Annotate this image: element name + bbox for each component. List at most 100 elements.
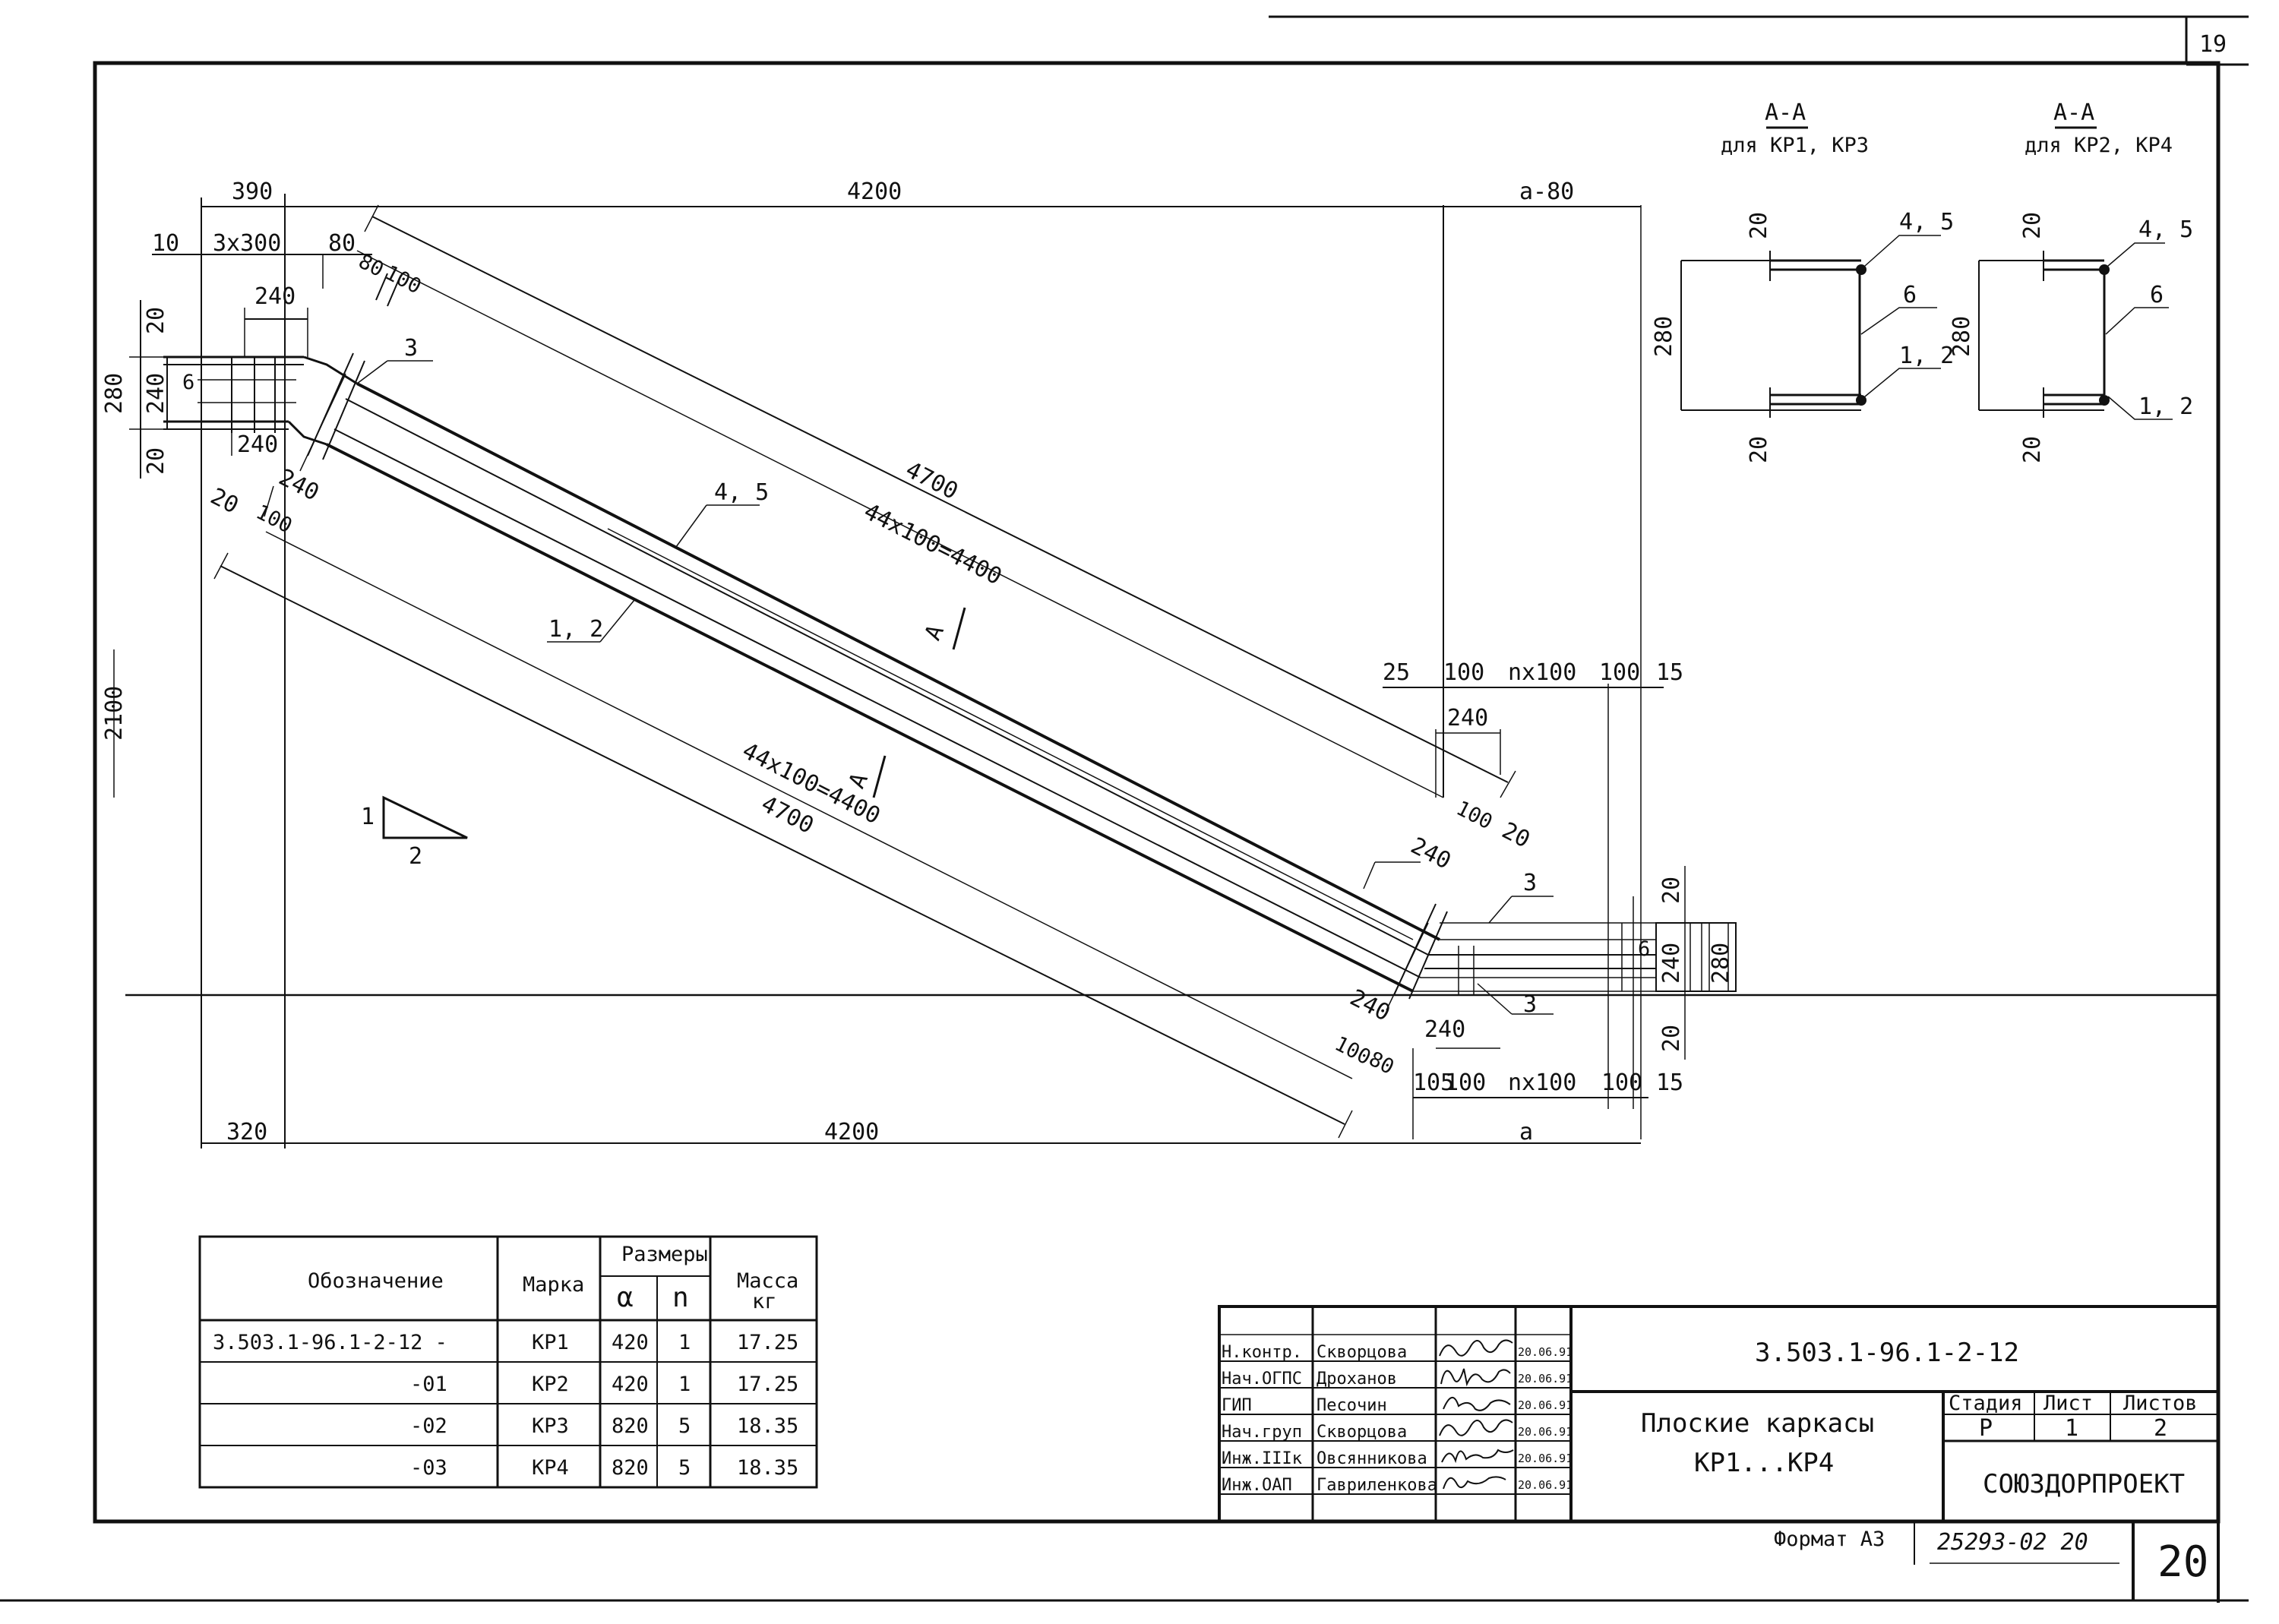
spec-row-mass: 18.35 xyxy=(737,1414,798,1438)
spec-row-mark: КР1 xyxy=(532,1331,569,1354)
signer-role: Нач.груп xyxy=(1222,1423,1302,1442)
section1-label-1-2: 1, 2 xyxy=(1899,343,1954,369)
spec-row-mark: КР2 xyxy=(532,1373,569,1396)
spec-header-n: n xyxy=(672,1282,689,1313)
page-number-bottom: 20 xyxy=(2157,1537,2208,1587)
spec-row-mark: КР3 xyxy=(532,1414,569,1438)
dim-a-80: a-80 xyxy=(1519,179,1574,205)
dim-20-right-bar: 20 xyxy=(1497,817,1534,854)
spec-header-a: α xyxy=(617,1282,634,1313)
dim-240-top: 240 xyxy=(254,283,296,310)
signer-role: ГИП xyxy=(1222,1396,1252,1415)
section1-dim-280: 280 xyxy=(1651,316,1677,357)
section2-label-6: 6 xyxy=(2150,282,2164,308)
document-title-line2: КР1...КР4 xyxy=(1694,1448,1834,1478)
signer-date: 20.06.91 xyxy=(1518,1425,1573,1439)
section2-dim-20-b: 20 xyxy=(2019,436,2046,463)
sheet-header: Лист xyxy=(2044,1392,2093,1415)
section-rod-dot xyxy=(2099,395,2110,406)
spec-row-mass: 17.25 xyxy=(737,1331,798,1354)
page-number-top: 19 xyxy=(2199,31,2227,58)
dim-20-left-b: 20 xyxy=(143,447,169,475)
section2-label-4-5: 4, 5 xyxy=(2138,216,2193,243)
label-bar-3-right-b: 3 xyxy=(1523,991,1537,1018)
signature xyxy=(1439,1419,1513,1436)
spec-row-a: 820 xyxy=(612,1414,649,1438)
section-a-a-title-1: А-А xyxy=(1765,100,1806,126)
dim-25-right: 25 xyxy=(1383,659,1410,686)
dim-240-right-top: 240 xyxy=(1447,705,1488,731)
section-a-a-subtitle-2: для КР2, КР4 xyxy=(2025,134,2173,157)
slope-vertical: 1 xyxy=(361,804,375,830)
sheets-header: Листов xyxy=(2123,1392,2198,1415)
spec-table xyxy=(198,1235,818,1489)
spec-row-n: 5 xyxy=(678,1456,691,1480)
label-bar-3-left: 3 xyxy=(404,335,418,362)
section1-dim-20-a: 20 xyxy=(1746,212,1772,239)
spec-row-designation: -03 xyxy=(410,1456,447,1480)
dim-280-right-side: 280 xyxy=(1708,943,1734,984)
section-mark-a1: А xyxy=(920,621,950,644)
dim-280-left: 280 xyxy=(101,373,128,414)
signer-name: Скворцова xyxy=(1317,1343,1407,1362)
dim-320: 320 xyxy=(226,1119,267,1145)
section-rod-dot xyxy=(1856,264,1867,275)
dim-20-right-side-a: 20 xyxy=(1658,877,1685,904)
dim-4200-top: 4200 xyxy=(847,179,902,205)
dim-240-right-c: 240 xyxy=(1424,1016,1465,1043)
section1-label-6: 6 xyxy=(1903,282,1917,308)
signer-name: Песочин xyxy=(1317,1396,1387,1415)
spec-row-mass: 18.35 xyxy=(737,1456,798,1480)
upper-bar-pitch: 44x100=4400 xyxy=(859,498,1006,590)
spec-row-a: 820 xyxy=(612,1456,649,1480)
spec-row-mark: КР4 xyxy=(532,1456,569,1480)
signature xyxy=(1443,1397,1511,1411)
dim-20-left-c: 20 xyxy=(206,483,242,520)
label-bars-4-5: 4, 5 xyxy=(714,479,769,506)
section-a-a-subtitle-1: для КР1, КР3 xyxy=(1721,134,1869,157)
dim-240-left-b: 240 xyxy=(274,464,323,507)
dim-390: 390 xyxy=(232,179,273,205)
label-bar-3-right-a: 3 xyxy=(1523,870,1537,896)
spec-header-mass: Масса xyxy=(737,1269,798,1293)
spec-row-n: 1 xyxy=(678,1373,691,1396)
spec-row-designation: 3.503.1-96.1-2-12 - xyxy=(213,1331,447,1354)
section1-label-4-5: 4, 5 xyxy=(1899,209,1954,235)
dim-6-left: 6 xyxy=(182,371,194,394)
upper-bar-length: 4700 xyxy=(901,457,962,505)
dim-20-right-side-b: 20 xyxy=(1658,1025,1685,1052)
section-view-kr2-kr4 xyxy=(1978,126,2173,420)
signer-date: 20.06.91 xyxy=(1518,1452,1573,1465)
dim-nx100-bottom: nx100 xyxy=(1508,1070,1576,1096)
spec-header-mark: Марка xyxy=(523,1273,584,1297)
signer-name: Овсянникова xyxy=(1317,1449,1427,1468)
section2-label-1-2: 1, 2 xyxy=(2138,393,2193,420)
signer-name: Скворцова xyxy=(1317,1423,1407,1442)
dim-105-bottom: 105 xyxy=(1413,1070,1454,1096)
spec-row-n: 5 xyxy=(678,1414,691,1438)
spec-row-designation: -01 xyxy=(410,1373,447,1396)
main-drawing xyxy=(113,194,2218,1148)
organization-name: СОЮЗДОРПРОЕКТ xyxy=(1983,1469,2185,1499)
signature xyxy=(1441,1449,1514,1464)
signer-date: 20.06.91 xyxy=(1518,1478,1573,1492)
section-rod-dot xyxy=(2099,264,2110,275)
signer-name: Гавриленкова xyxy=(1317,1476,1437,1495)
dim-6-right: 6 xyxy=(1638,937,1650,961)
title-block xyxy=(1218,1305,2220,1523)
sheets-value: 2 xyxy=(2154,1415,2167,1442)
lower-bar-length: 4700 xyxy=(757,791,817,839)
dim-20-left-a: 20 xyxy=(143,307,169,334)
spec-row-designation: -02 xyxy=(410,1414,447,1438)
section-a-a-title-2: А-А xyxy=(2053,100,2094,126)
spec-header-sizes: Размеры xyxy=(621,1243,708,1266)
slope-horizontal: 2 xyxy=(409,843,422,870)
dim-15-right: 15 xyxy=(1656,659,1683,686)
document-code: 3.503.1-96.1-2-12 xyxy=(1755,1338,2019,1368)
label-bars-1-2: 1, 2 xyxy=(548,616,603,643)
spec-row-mass: 17.25 xyxy=(737,1373,798,1396)
signature-rows: Н.контр. Скворцова 20.06.91 Нач.ОГПС Дро… xyxy=(1222,1339,1573,1495)
dim-nx100-top: nx100 xyxy=(1508,659,1576,686)
signer-role: Инж.IIIк xyxy=(1222,1449,1302,1468)
dim-100-bottom-b: 100 xyxy=(1601,1070,1642,1096)
